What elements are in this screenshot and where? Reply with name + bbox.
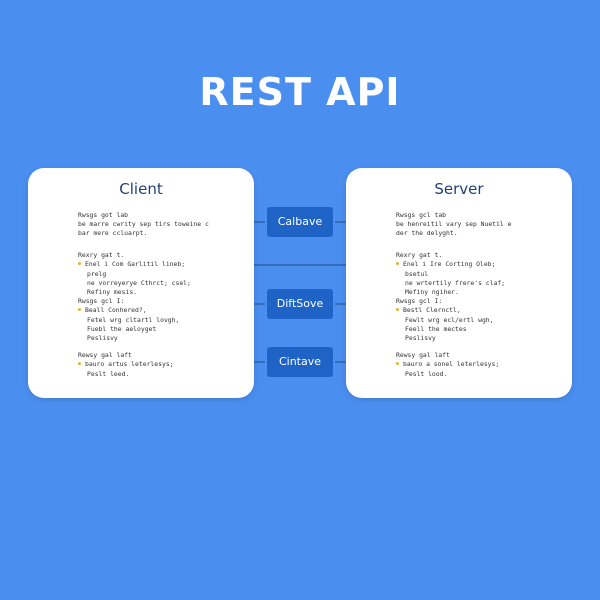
client-block-4: Rewsy gal laft bauro artus leterlesys; P… — [78, 351, 248, 379]
code-line: Peslisvy — [87, 334, 118, 342]
server-block-1: Rwsgs gcl tab be henreitil vary sep Nuet… — [396, 211, 566, 238]
code-line: be henreitil vary sep Nuetil e — [396, 220, 512, 228]
server-panel: Server Rwsgs gcl tab be henreitil vary s… — [346, 168, 572, 398]
client-block-3: Rwsgs gcl I: Beall Conhered?, Fetel wrg … — [78, 297, 248, 343]
client-panel: Client Rwsgs got lab be marre cwrity sep… — [28, 168, 254, 398]
method-box-3: Cintave — [267, 347, 333, 377]
code-line: Rewsy gal laft — [396, 351, 450, 359]
method-box-1: Calbave — [267, 207, 333, 237]
code-line: Rwsgs gcl I: — [396, 297, 443, 305]
code-line: prelg — [87, 270, 107, 278]
code-line: bauro a sonel leterlesys; — [396, 360, 566, 370]
code-line: Fewlt wrg ecl/ertl wgh, — [405, 316, 494, 324]
code-line: Rwsgs gcl I: — [78, 297, 125, 305]
code-line: ne vorreyerye Cthrct; csel; — [87, 279, 191, 287]
server-block-3: Rwsgs gcl I: Bestl Clernctl, Fewlt wrg e… — [396, 297, 566, 343]
server-block-4: Rewsy gal laft bauro a sonel leterlesys;… — [396, 351, 566, 379]
client-title: Client — [119, 180, 163, 198]
code-line: Rexry gat t. — [78, 251, 125, 259]
code-line: be marre cwrity sep tirs toweine c — [78, 220, 209, 228]
code-line: Enel i Ire Corting Oleb; — [396, 260, 566, 270]
code-line: Rwsgs got lab — [78, 211, 129, 219]
code-line: ne wrtertily frere's claf; — [405, 279, 506, 287]
client-block-2: Rexry gat t. Enel i Com Garlitil lineb; … — [78, 251, 248, 297]
server-block-2: Rexry gat t. Enel i Ire Corting Oleb; bs… — [396, 251, 566, 297]
client-block-1: Rwsgs got lab be marre cwrity sep tirs t… — [78, 211, 248, 238]
diagram-title: REST API — [199, 70, 401, 114]
code-line: Rexry gat t. — [396, 251, 443, 259]
code-line: Peslt leed. — [87, 370, 130, 378]
code-line: Refiny mesis. — [87, 288, 138, 296]
code-line: bar mere ccluarpt. — [78, 229, 148, 237]
code-line: der the delyght. — [396, 229, 458, 237]
code-line: Rwsgs gcl tab — [396, 211, 447, 219]
code-line: Peslt lood. — [405, 370, 448, 378]
code-line: Bestl Clernctl, — [396, 306, 566, 316]
code-line: Peslisvy — [405, 334, 436, 342]
server-title: Server — [434, 180, 484, 198]
code-line: Beall Conhered?, — [78, 306, 248, 316]
code-line: bauro artus leterlesys; — [78, 360, 248, 370]
method-box-2: DiftSove — [267, 289, 333, 319]
code-line: Fuebl the aeloyget — [87, 325, 157, 333]
code-line: Feell the mectes — [405, 325, 467, 333]
code-line: Mefiny ngiher. — [405, 288, 459, 296]
code-line: bsetul — [405, 270, 429, 278]
code-line: Fetel wrg cltartl lovgh, — [87, 316, 180, 324]
code-line: Enel i Com Garlitil lineb; — [78, 260, 248, 270]
code-line: Rewsy gal laft — [78, 351, 132, 359]
